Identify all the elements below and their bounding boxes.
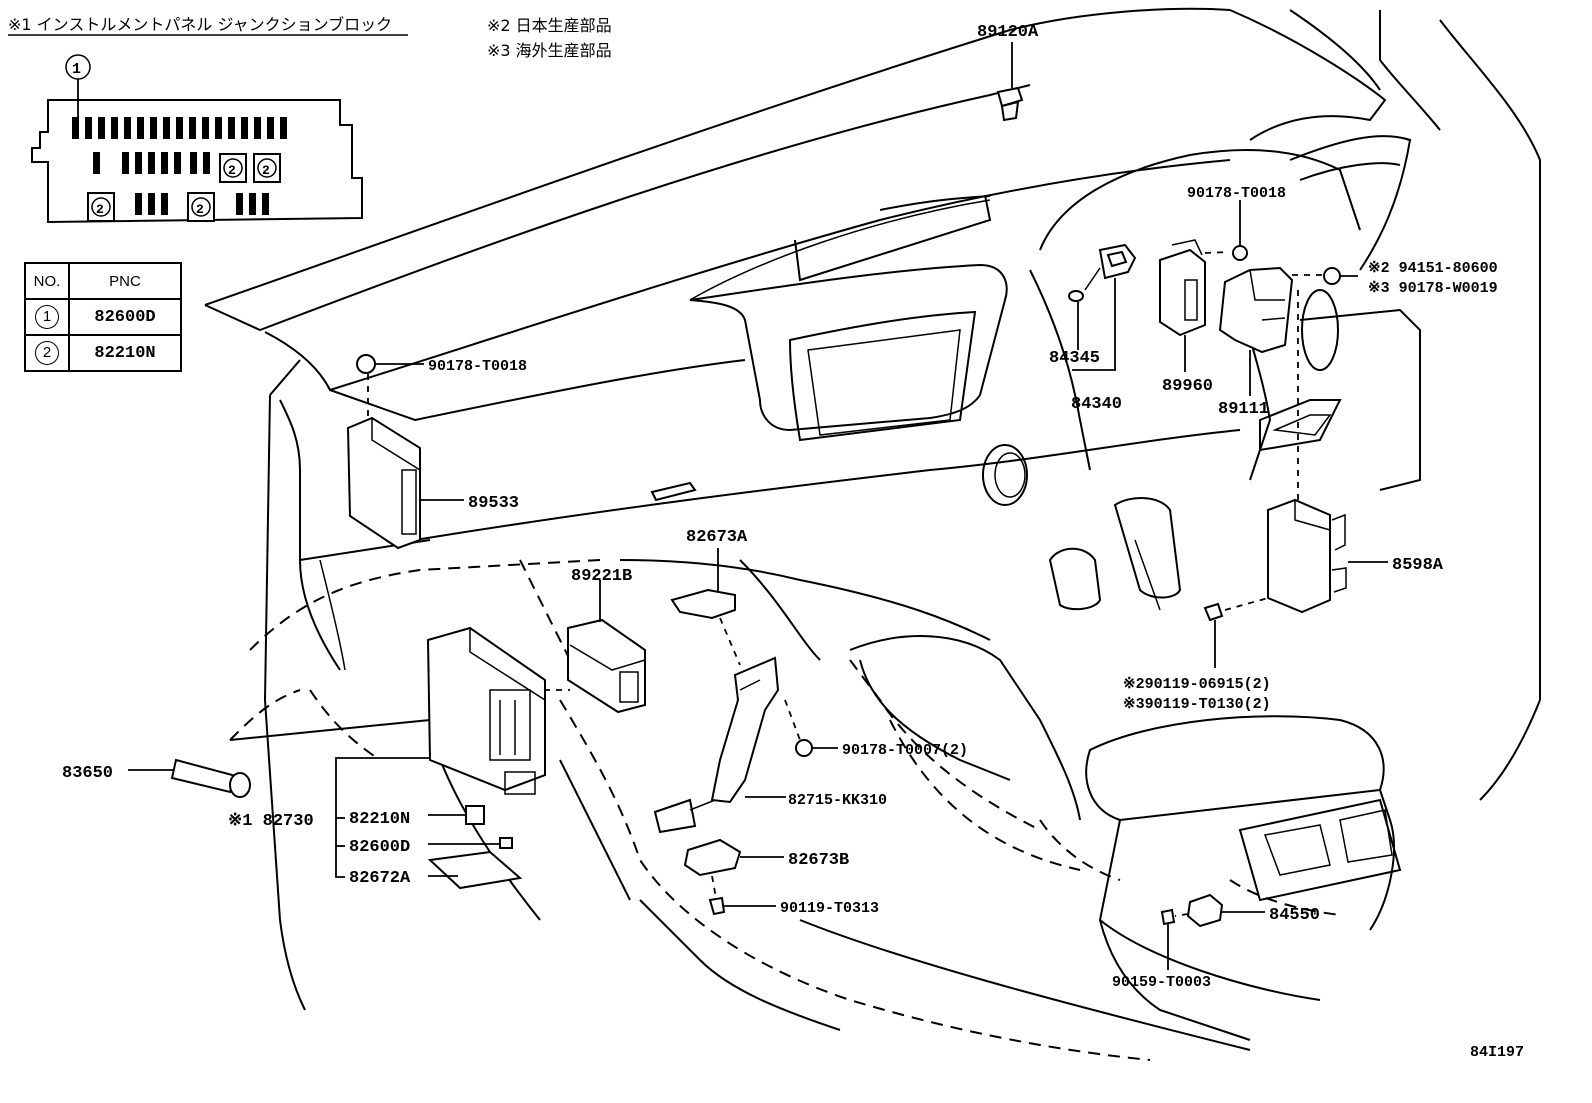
label-82672A: 82672A (349, 869, 411, 888)
pnc-table: NO. PNC 1 82600D 2 82210N (24, 262, 182, 372)
note-3: ※3 海外生産部品 (487, 41, 612, 60)
row-number: 1 (35, 305, 59, 329)
fuse-row-2 (93, 152, 210, 174)
part-82673A (670, 548, 741, 666)
part-89221B (520, 580, 646, 714)
label-82210N: 82210N (349, 810, 410, 829)
relay-marker-b: 2 (253, 153, 281, 183)
callout-1-text: 1 (72, 61, 81, 78)
label-82673B: 82673B (788, 851, 849, 870)
pnc-value: 82600D (68, 298, 182, 336)
part-89960 (1159, 239, 1248, 372)
part-89111 (1218, 266, 1358, 500)
fuse-row-1 (72, 117, 287, 139)
part-8598A (1203, 498, 1388, 668)
dashboard-outline (204, 7, 1541, 1061)
header-no: NO. (24, 262, 70, 300)
label-89111: 89111 (1218, 400, 1269, 419)
part-82715-KK310 (653, 656, 838, 834)
part-82730 (426, 626, 546, 795)
part-82600D (428, 837, 513, 849)
part-83650 (128, 758, 251, 798)
pnc-table-row: 1 82600D (24, 298, 182, 336)
header-pnc: PNC (68, 262, 182, 300)
label-84345: 84345 (1049, 349, 1100, 368)
label-89533: 89533 (468, 494, 519, 513)
label-84340: 84340 (1071, 395, 1122, 414)
relay-marker-c: 2 (87, 192, 115, 222)
label-82673A: 82673A (686, 528, 748, 547)
part-84340 (1068, 243, 1137, 371)
label-82730: ※1 82730 (228, 812, 314, 831)
relay-marker-d: 2 (187, 192, 215, 222)
note-1: ※1 インストルメントパネル ジャンクションブロック (8, 15, 392, 34)
label-90178-T0018-left: 90178-T0018 (428, 358, 527, 375)
label-8598A: 8598A (1392, 556, 1444, 575)
figure-id: 84I197 (1470, 1044, 1524, 1061)
label-90119-06915: ※290119-06915(2) (1123, 676, 1271, 693)
label-82600D: 82600D (349, 838, 410, 857)
part-89533 (346, 354, 464, 550)
label-90119-T0130: ※390119-T0130(2) (1123, 696, 1271, 713)
label-90178-W0019: ※3 90178-W0019 (1368, 280, 1498, 297)
junction-block-inset: 2 2 2 2 1 (31, 54, 363, 224)
label-84550: 84550 (1269, 906, 1320, 925)
label-89120A: 89120A (977, 23, 1039, 42)
label-90178-T0018-top: 90178-T0018 (1187, 185, 1286, 202)
label-82715-KK310: 82715-KK310 (788, 792, 887, 809)
part-89120A (996, 42, 1024, 122)
relay-marker-a: 2 (219, 153, 247, 183)
part-82672A (427, 850, 523, 890)
label-89960: 89960 (1162, 377, 1213, 396)
part-84550 (1160, 893, 1265, 970)
svg-text:2: 2 (96, 202, 104, 217)
svg-text:2: 2 (262, 163, 270, 178)
pnc-table-row: 2 82210N (24, 334, 182, 372)
label-90178-T0007: 90178-T0007(2) (842, 742, 968, 759)
label-90159-T0003: 90159-T0003 (1112, 974, 1211, 991)
pnc-value: 82210N (68, 334, 182, 372)
label-94151-80600: ※2 94151-80600 (1368, 260, 1498, 277)
row-number: 2 (35, 341, 59, 365)
label-90119-T0313: 90119-T0313 (780, 900, 879, 917)
note-2: ※2 日本生産部品 (487, 16, 612, 35)
pnc-table-header: NO. PNC (24, 262, 182, 300)
label-83650: 83650 (62, 764, 113, 783)
fuse-row-3 (135, 193, 269, 215)
svg-text:2: 2 (196, 202, 204, 217)
svg-text:2: 2 (228, 163, 236, 178)
label-89221B: 89221B (571, 567, 632, 586)
part-82210N (428, 805, 485, 825)
part-82673B (683, 838, 784, 916)
